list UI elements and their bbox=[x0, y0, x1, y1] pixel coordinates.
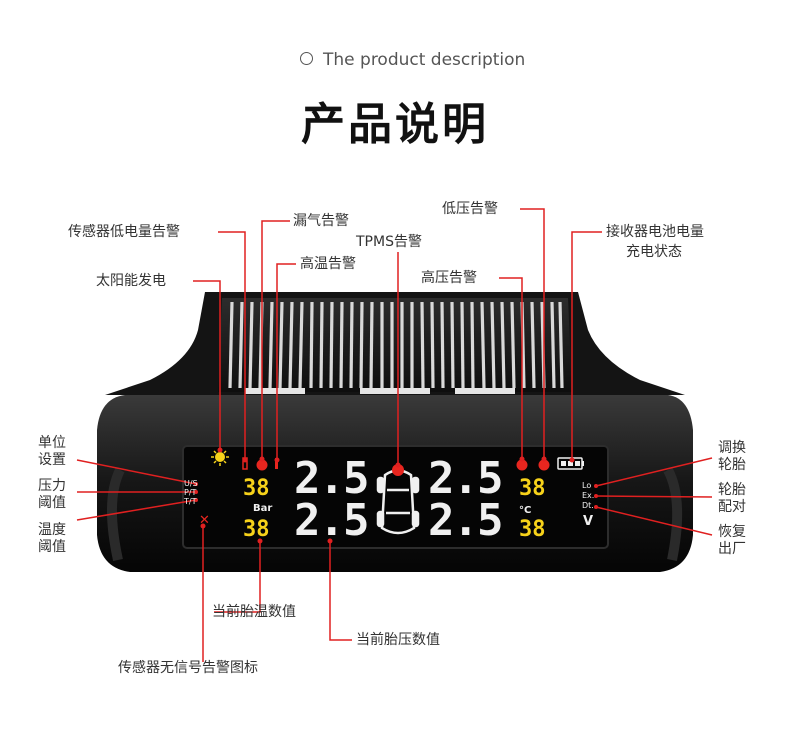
label-low-pressure-alarm: 低压告警 bbox=[442, 201, 498, 217]
label-high-pressure-alarm: 高压告警 bbox=[421, 270, 477, 286]
lcd-left-menu: U/S P/T T/T bbox=[184, 479, 198, 506]
label-solar-power: 太阳能发电 bbox=[96, 273, 166, 289]
label-tpms-alarm: TPMS告警 bbox=[356, 234, 422, 250]
unit-celsius-label: °C bbox=[519, 505, 532, 516]
label-high-temp-alarm: 高温告警 bbox=[300, 256, 356, 272]
high-temp-icon bbox=[275, 458, 278, 469]
no-signal-icon: ✕ bbox=[199, 513, 210, 528]
unit-volt-label: V bbox=[583, 514, 594, 529]
lcd-right-menu: Lo Ex. Dt. bbox=[582, 481, 594, 511]
subtitle-text: The product description bbox=[323, 50, 526, 70]
pressure-value-front-left: 2.5 bbox=[294, 453, 369, 504]
subtitle: The product description bbox=[300, 50, 525, 70]
high-pressure-icon bbox=[538, 459, 550, 471]
menu-temp-threshold[interactable]: T/T bbox=[184, 497, 197, 506]
label-current-pressure: 当前胎压数值 bbox=[356, 632, 440, 648]
label-charge-status: 充电状态 bbox=[626, 244, 682, 260]
callout-lines bbox=[76, 208, 713, 662]
leak-icon bbox=[256, 459, 268, 471]
menu-swap-tire[interactable]: Lo bbox=[582, 481, 592, 490]
label-temp-threshold: 温度阈值 bbox=[38, 522, 66, 555]
receiver-battery-icon bbox=[557, 457, 584, 470]
circle-icon bbox=[300, 51, 313, 65]
pressure-value-rear-left: 2.5 bbox=[294, 495, 369, 546]
label-current-temp: 当前胎温数值 bbox=[212, 604, 296, 620]
car-icon bbox=[376, 469, 420, 535]
pressure-value-front-right: 2.5 bbox=[428, 453, 503, 504]
menu-factory-reset[interactable]: Dt. bbox=[582, 501, 594, 510]
label-swap-tire: 调换轮胎 bbox=[718, 440, 746, 473]
label-receiver-battery: 接收器电池电量 bbox=[606, 224, 704, 240]
label-pressure-threshold: 压力阈值 bbox=[38, 478, 66, 511]
menu-unit-setting[interactable]: U/S bbox=[184, 479, 198, 488]
temp-value-top-right: 38 bbox=[519, 476, 546, 501]
temp-value-top-left: 38 bbox=[243, 476, 270, 501]
label-unit-setting: 单位设置 bbox=[38, 435, 66, 468]
label-sensor-low-battery: 传感器低电量告警 bbox=[68, 224, 180, 240]
unit-bar-label: Bar bbox=[253, 503, 273, 514]
label-factory-reset: 恢复出厂 bbox=[718, 524, 746, 557]
menu-pair-tire[interactable]: Ex. bbox=[582, 491, 595, 500]
temp-value-bottom-left: 38 bbox=[243, 517, 270, 542]
menu-pressure-threshold[interactable]: P/T bbox=[184, 488, 197, 497]
pressure-value-rear-right: 2.5 bbox=[428, 495, 503, 546]
lcd-screen bbox=[182, 445, 609, 549]
low-pressure-icon bbox=[516, 459, 528, 471]
label-pair-tire: 轮胎配对 bbox=[718, 482, 746, 515]
page-title: 产品说明 bbox=[301, 99, 489, 150]
temp-value-bottom-right: 38 bbox=[519, 517, 546, 542]
label-leak-alarm: 漏气告警 bbox=[293, 213, 349, 229]
tpms-icon bbox=[392, 464, 404, 476]
label-no-signal-icon: 传感器无信号告警图标 bbox=[118, 660, 258, 676]
